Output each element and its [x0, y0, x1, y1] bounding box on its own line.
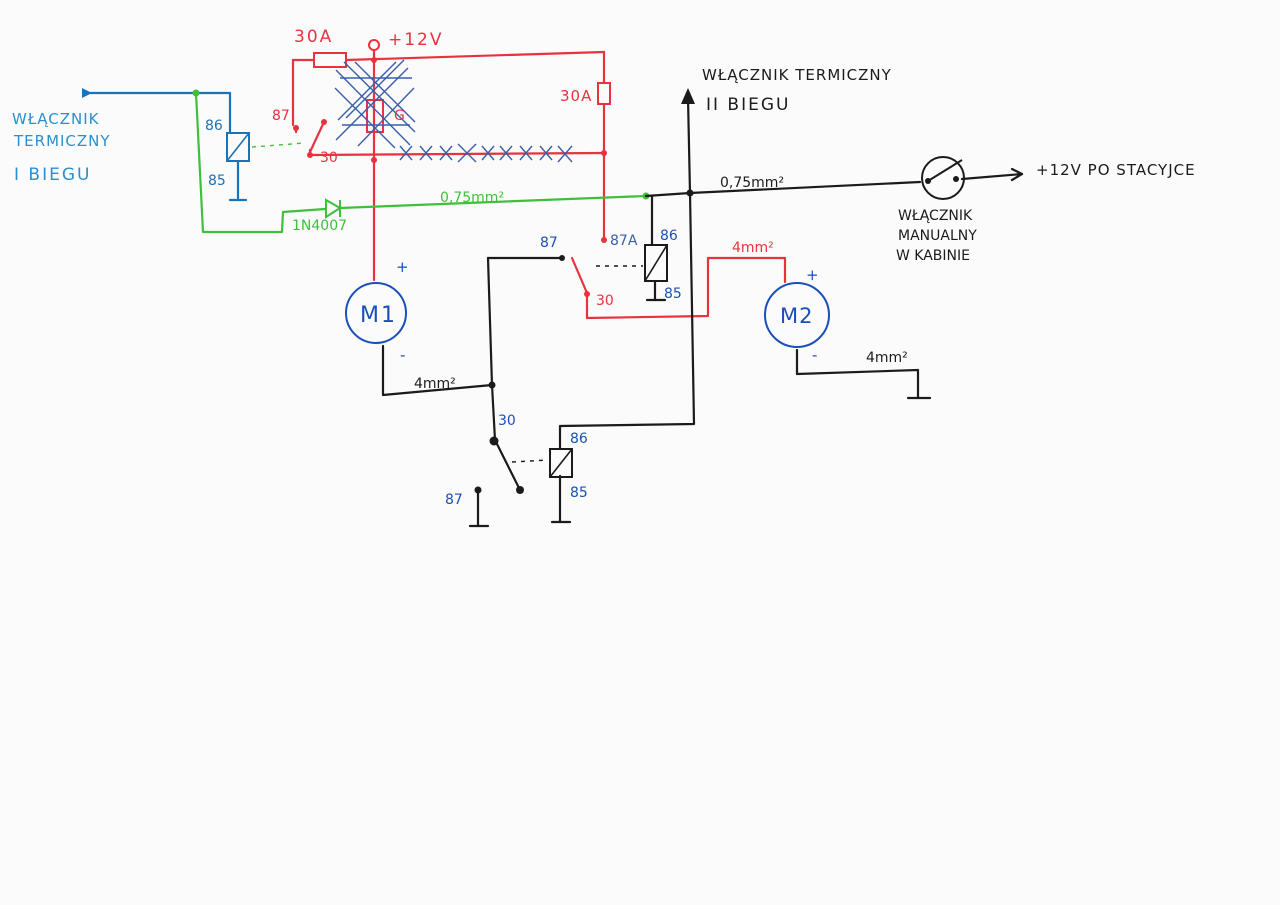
relay3-85-label: 85: [570, 485, 588, 501]
manual-line3: W KABINIE: [896, 248, 970, 264]
supply-ignition-label: +12V PO STACYJCE: [1036, 161, 1196, 179]
fuse-right: [597, 82, 611, 105]
diode-label: 1N4007: [292, 218, 347, 234]
blue-wiring: [82, 88, 248, 202]
red-wiring: [291, 48, 787, 320]
relay3-87-label: 87: [445, 492, 463, 508]
m1-minus: -: [400, 346, 406, 364]
relay2-85-label: 85: [664, 286, 682, 302]
junction-dot: [371, 57, 377, 63]
manual-switch: [921, 156, 965, 200]
relay-blue-coil-slash: [226, 132, 250, 162]
relay-blue-link: [251, 142, 306, 148]
terminal-dot: [307, 152, 313, 158]
manual-line2: MANUALNY: [898, 228, 977, 244]
thermal1-line2: TERMICZNY: [13, 132, 111, 150]
relay3-coil: [549, 448, 573, 478]
green-wiring: [194, 91, 648, 234]
junction-dot: [488, 381, 496, 389]
relay2-87a-label: 87A: [610, 233, 638, 249]
junction-dot: [371, 157, 377, 163]
terminal-dot: [601, 237, 607, 243]
thermal1-line3: I BIEGU: [14, 165, 91, 185]
relay1-30-label: 30: [320, 150, 338, 166]
thermal2-line1: WŁĄCZNIK TERMICZNY: [702, 66, 892, 84]
supply-terminal: [368, 39, 380, 51]
terminal-dot: [489, 436, 499, 446]
relay3-coil-slash: [549, 448, 573, 478]
relay2-coil-slash: [644, 244, 668, 282]
m2-minus: -: [812, 346, 818, 364]
motor-m2: M2: [764, 282, 830, 348]
relay3-30-label: 30: [498, 413, 516, 429]
wire-m1-label: 4mm²: [414, 376, 456, 392]
m1-plus: +: [396, 258, 410, 276]
crossed-out-wire: [399, 143, 573, 163]
relay2-30-label: 30: [596, 293, 614, 309]
black-wire-label: 0,75mm²: [720, 175, 784, 191]
terminal-dot: [559, 255, 565, 261]
m2-plus: +: [806, 266, 820, 284]
relay-blue-85-label: 85: [208, 173, 226, 189]
thermal2-arrow: [681, 88, 695, 104]
terminal-dot: [474, 486, 482, 494]
terminal-dot: [584, 291, 590, 297]
manual-line1: WŁĄCZNIK: [898, 208, 973, 224]
black-wiring: [381, 96, 1024, 528]
relay2-coil: [644, 244, 668, 282]
relay-blue-coil: [226, 132, 250, 162]
fuse-top: [313, 52, 347, 68]
motor-m1: M1: [345, 282, 407, 344]
fuse-top-label: 30A: [294, 27, 333, 47]
terminal-dot: [293, 125, 299, 131]
wire-m2-plus-label: 4mm²: [732, 240, 774, 256]
junction-dot: [192, 89, 200, 97]
thermal1-line1: WŁĄCZNIK: [12, 110, 100, 128]
supply-label: +12V: [388, 30, 444, 50]
relay-g-coil: [366, 99, 384, 133]
green-wire-label: 0,75mm²: [440, 190, 504, 206]
thermal2-line2: II BIEGU: [706, 95, 790, 115]
junction-dot: [686, 189, 694, 197]
junction-dot: [601, 150, 607, 156]
wire-m2-gnd-label: 4mm²: [866, 350, 908, 366]
diode: [325, 198, 342, 219]
relay1-87-label: 87: [272, 108, 290, 124]
motor1-label: M1: [360, 303, 397, 328]
relay1-g-label: G: [394, 108, 405, 124]
motor2-label: M2: [780, 304, 813, 328]
terminal-dot: [321, 119, 327, 125]
terminal-dot: [516, 486, 524, 494]
relay3-link: [511, 459, 549, 463]
fuse-right-label: 30A: [560, 87, 592, 105]
relay-blue-86-label: 86: [205, 118, 223, 134]
relay3-86-label: 86: [570, 431, 588, 447]
relay2-87-label: 87: [540, 235, 558, 251]
relay2-86-label: 86: [660, 228, 678, 244]
crossed-out-scribble: [334, 59, 416, 149]
